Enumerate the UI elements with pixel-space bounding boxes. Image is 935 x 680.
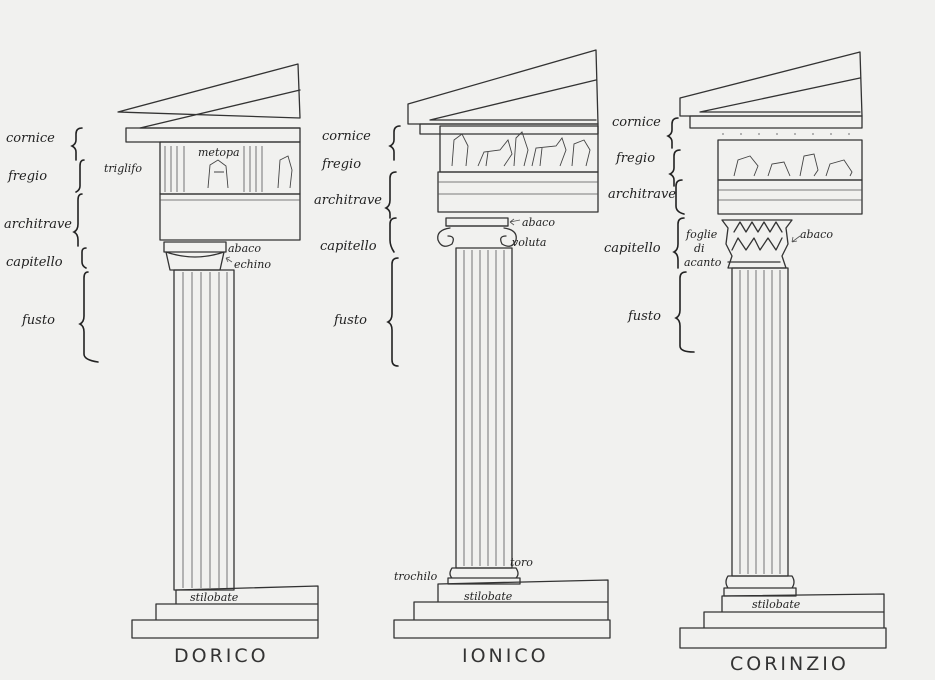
ionic-label-trochilo: trochilo <box>394 570 438 583</box>
corinthian-title: CORINZIO <box>730 653 849 675</box>
doric-metope-figure <box>207 155 293 189</box>
corinthian-label-fusto: fusto <box>627 309 661 324</box>
corinthian-arrow-abaco <box>791 235 801 243</box>
doric-brace-cornice <box>70 127 83 161</box>
doric-label-fregio: fregio <box>7 169 47 184</box>
ionic-order: cornice fregio architrave capitello fust… <box>314 49 611 667</box>
corinthian-label-di: di <box>694 242 705 255</box>
corinthian-label-capitello: capitello <box>604 241 661 256</box>
ionic-label-capitello: capitello <box>320 239 377 254</box>
ionic-pediment <box>407 49 599 125</box>
doric-abacus <box>163 241 227 253</box>
corinthian-label-fregio: fregio <box>615 151 655 166</box>
doric-label-triglifo: triglifo <box>104 162 142 175</box>
corinthian-label-stilobate: stilobate <box>752 598 801 611</box>
ionic-label-stilobate: stilobate <box>464 590 513 603</box>
doric-shaft <box>173 269 235 591</box>
doric-label-fusto: fusto <box>21 313 55 328</box>
doric-label-stilobate: stilobate <box>190 591 239 604</box>
doric-echinus <box>165 251 225 271</box>
doric-flutes <box>182 272 228 588</box>
corinthian-frieze <box>717 139 863 181</box>
corinthian-order: cornice fregio architrave capitello fust… <box>604 51 887 675</box>
doric-arrow-echino <box>225 256 233 263</box>
ionic-title: IONICO <box>462 645 549 667</box>
doric-order: cornice fregio architrave capitello fust… <box>4 63 319 667</box>
ionic-frieze-figures <box>451 131 591 167</box>
ionic-label-architrave: architrave <box>314 193 382 208</box>
corinthian-brace-cornice <box>666 117 679 149</box>
ionic-abacus <box>445 217 509 227</box>
doric-label-echino: echino <box>234 258 271 271</box>
ionic-base <box>447 567 521 585</box>
ionic-flutes <box>463 250 505 566</box>
ionic-label-fregio: fregio <box>321 157 361 172</box>
corinthian-base <box>723 575 797 597</box>
corinthian-capital <box>721 219 793 269</box>
ionic-label-fusto: fusto <box>333 313 367 328</box>
corinthian-architrave <box>717 179 863 215</box>
corinthian-pediment <box>679 51 863 117</box>
corinthian-label-cornice: cornice <box>612 115 661 130</box>
doric-brace-fregio <box>75 159 85 193</box>
doric-label-capitello: capitello <box>6 255 63 270</box>
corinthian-brace-fregio <box>668 149 681 187</box>
corinthian-frieze-figures <box>733 153 853 177</box>
corinthian-brace-fusto <box>674 271 695 353</box>
ionic-frieze <box>439 125 599 173</box>
corinthian-brace-architrave <box>675 179 685 215</box>
doric-triglyphs <box>164 146 263 192</box>
doric-cornice <box>125 127 301 143</box>
ionic-brace-cornice <box>388 125 401 161</box>
doric-brace-fusto <box>78 271 99 363</box>
ionic-arrow-abaco <box>509 218 521 226</box>
ionic-label-abaco: abaco <box>522 216 555 229</box>
corinthian-label-acanto: acanto <box>684 256 722 269</box>
doric-pediment <box>117 63 301 129</box>
corinthian-flutes <box>739 270 781 574</box>
corinthian-stylobate <box>679 593 887 649</box>
ionic-label-voluta: voluta <box>512 236 546 249</box>
ionic-volute <box>437 225 517 247</box>
doric-brace-architrave <box>72 193 83 247</box>
ionic-stylobate <box>393 579 611 639</box>
doric-brace-capitello <box>81 247 87 269</box>
ionic-label-cornice: cornice <box>322 129 371 144</box>
ionic-label-toro: toro <box>510 556 533 569</box>
ionic-architrave <box>437 171 599 213</box>
ionic-brace-capitello <box>389 217 397 253</box>
doric-label-abaco: abaco <box>228 242 261 255</box>
doric-label-cornice: cornice <box>6 131 55 146</box>
corinthian-brace-capitello <box>672 217 685 269</box>
doric-stylobate <box>131 585 319 639</box>
ionic-brace-fregio <box>384 171 397 219</box>
corinthian-label-abaco: abaco <box>800 228 833 241</box>
corinthian-cornice <box>689 115 863 129</box>
corinthian-label-architrave: architrave <box>608 187 676 202</box>
doric-architrave <box>159 193 301 241</box>
doric-label-metopa: metopa <box>198 146 240 159</box>
doric-title: DORICO <box>174 645 269 667</box>
doric-label-architrave: architrave <box>4 217 72 232</box>
corinthian-label-foglie: foglie <box>685 228 718 241</box>
ionic-brace-fusto <box>386 257 399 367</box>
